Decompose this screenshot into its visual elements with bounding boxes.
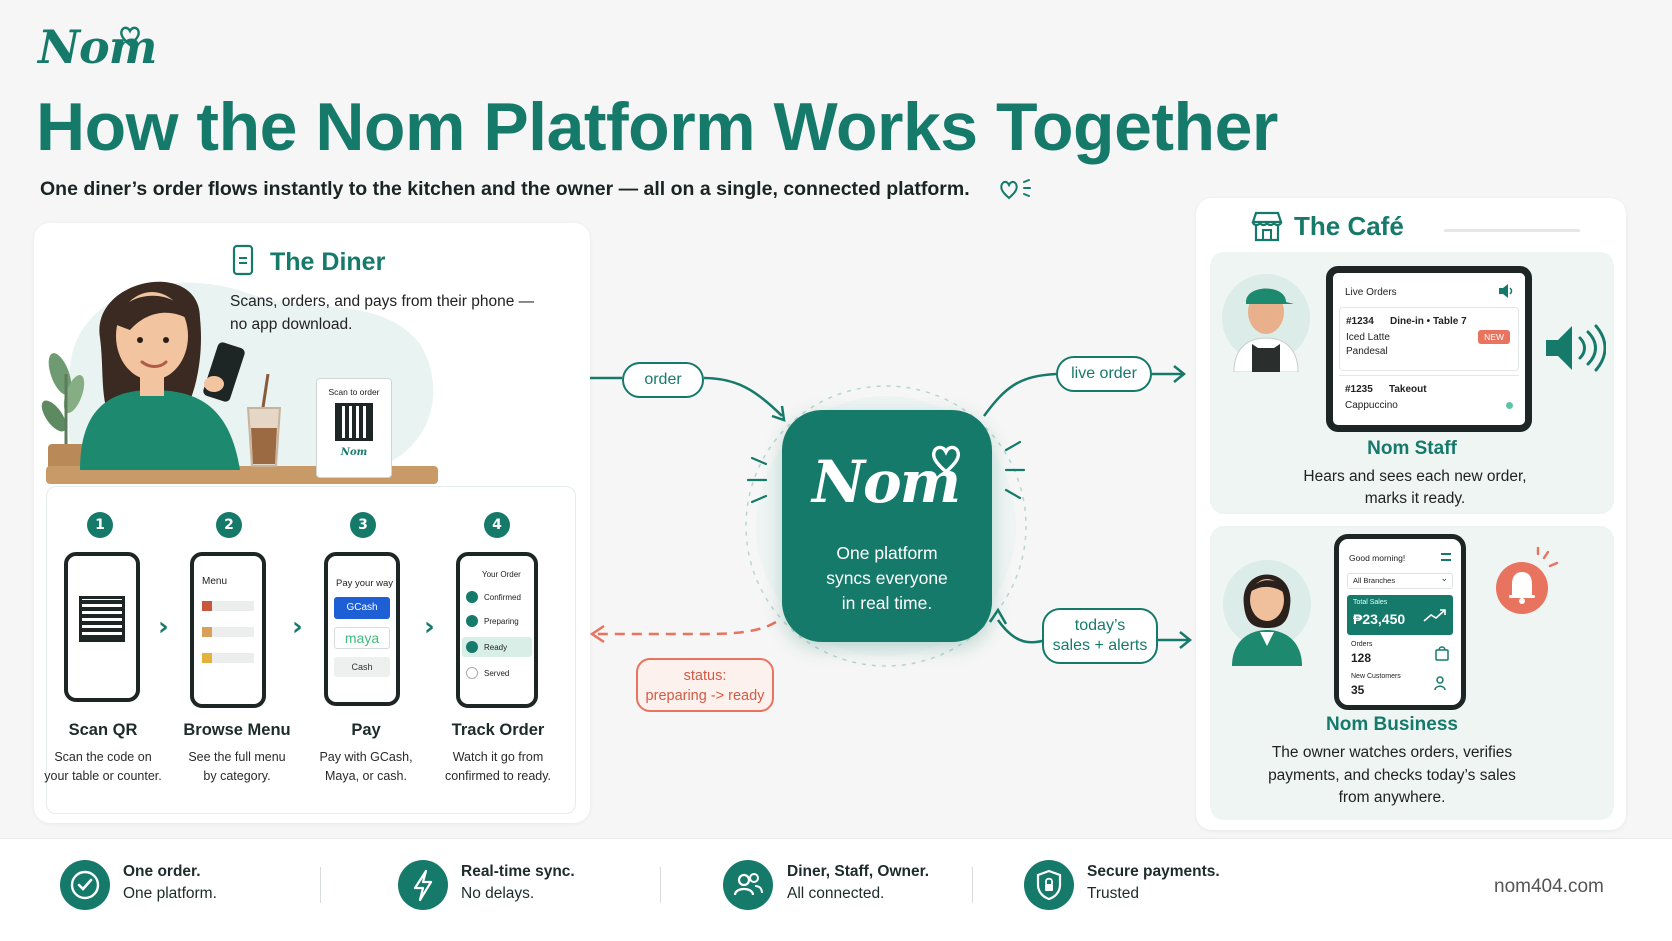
step-4-title: Track Order <box>451 721 545 739</box>
staff-description: Hears and sees each new order,marks it r… <box>1303 468 1527 507</box>
check-circle-icon <box>466 591 478 603</box>
page-title: How the Nom Platform Works Together <box>36 89 1278 165</box>
shield-lock-icon <box>1024 860 1074 910</box>
heart-icon <box>120 26 140 47</box>
heart-icon <box>931 445 961 475</box>
step-2-number: 2 <box>216 512 242 538</box>
staff-tablet: Live Orders #1234 Dine-in • Table 7 Iced… <box>1326 266 1532 432</box>
footer-item-1: One order.One platform. <box>123 863 217 902</box>
check-circle-icon <box>466 615 478 627</box>
order-flow-label: order <box>622 362 704 398</box>
status-flow-label: status:preparing -> ready <box>636 658 774 712</box>
trend-up-icon <box>1423 609 1446 622</box>
phone-browse-menu: Menu <box>190 552 266 708</box>
qr-table-tent: Scan to order Nom <box>316 378 392 478</box>
footer-divider <box>660 867 661 903</box>
check-circle-icon <box>60 860 110 910</box>
phone-scan-qr <box>64 552 140 702</box>
diner-phone-illustration <box>203 342 245 402</box>
website-link[interactable]: nom404.com <box>1494 876 1604 897</box>
footer-divider <box>972 867 973 903</box>
qr-code-icon <box>79 596 125 642</box>
staff-title: Nom Staff <box>1367 438 1457 459</box>
footer-bar <box>0 838 1672 941</box>
cash-option[interactable]: Cash <box>334 657 390 677</box>
pending-circle-icon <box>466 667 478 679</box>
step-3-number: 3 <box>350 512 376 538</box>
step-3-title: Pay <box>351 721 381 739</box>
footer-item-4: Secure payments.Trusted <box>1087 863 1220 902</box>
owner-avatar <box>1223 560 1311 666</box>
heart-sparkle-icon <box>1000 179 1031 200</box>
lightning-icon <box>398 860 448 910</box>
qr-code-icon <box>335 403 373 441</box>
people-icon <box>723 860 773 910</box>
iced-drink-icon <box>246 374 282 467</box>
diner-title: The Diner <box>270 248 386 276</box>
cafe-title: The Café <box>1294 211 1404 241</box>
branch-select[interactable]: All Branches ⌄ <box>1347 573 1453 589</box>
store-icon <box>1251 211 1283 242</box>
step-1-title: Scan QR <box>68 721 138 739</box>
page-subtitle: One diner’s order flows instantly to the… <box>40 178 970 200</box>
footer-item-3: Diner, Staff, Owner.All connected. <box>787 863 930 902</box>
status-dot-icon <box>1506 402 1513 409</box>
chevron-right-icon: › <box>424 612 435 642</box>
phone-order-icon <box>232 244 254 276</box>
maya-option[interactable]: maya <box>334 627 390 649</box>
diner-description: Scans, orders, and pays from their phone… <box>230 293 535 333</box>
order-card-1234[interactable]: #1234 Dine-in • Table 7 Iced Latte Pande… <box>1339 307 1519 371</box>
phone-pay: Pay your way GCash maya Cash <box>324 552 400 706</box>
step-1-number: 1 <box>87 512 113 538</box>
step-4-number: 4 <box>484 512 510 538</box>
business-phone: Good morning! All Branches ⌄ Total Sales… <box>1334 534 1466 710</box>
phone-track-order: Your Order Confirmed Preparing Ready Ser… <box>456 552 538 708</box>
bell-alert-icon <box>1496 546 1559 614</box>
step-3-desc: Pay with GCash,Maya, or cash. <box>319 750 413 783</box>
total-sales-card: Total Sales ₱23,450 <box>1347 595 1453 635</box>
speaker-icon <box>1499 284 1513 298</box>
diner-woman-illustration <box>80 281 240 470</box>
new-badge: NEW <box>1478 330 1510 344</box>
gcash-option[interactable]: GCash <box>334 597 390 619</box>
chevron-down-icon: ⌄ <box>1440 574 1448 584</box>
menu-icon[interactable] <box>1441 553 1451 561</box>
business-title: Nom Business <box>1326 714 1458 735</box>
chevron-right-icon: › <box>158 612 169 642</box>
footer-item-2: Real-time sync.No delays. <box>461 863 575 902</box>
staff-avatar <box>1222 274 1310 372</box>
order-card-1235[interactable]: #1235 Takeout Cappuccino <box>1339 375 1519 415</box>
live-order-flow-label: live order <box>1056 356 1152 392</box>
footer-divider <box>320 867 321 903</box>
title-divider <box>1444 229 1580 232</box>
shopping-bag-icon <box>1435 646 1449 661</box>
step-2-title: Browse Menu <box>183 721 291 739</box>
ready-status-icon <box>466 641 478 653</box>
loudspeaker-icon <box>1546 324 1606 372</box>
chevron-right-icon: › <box>292 612 303 642</box>
user-add-icon <box>1434 676 1446 691</box>
